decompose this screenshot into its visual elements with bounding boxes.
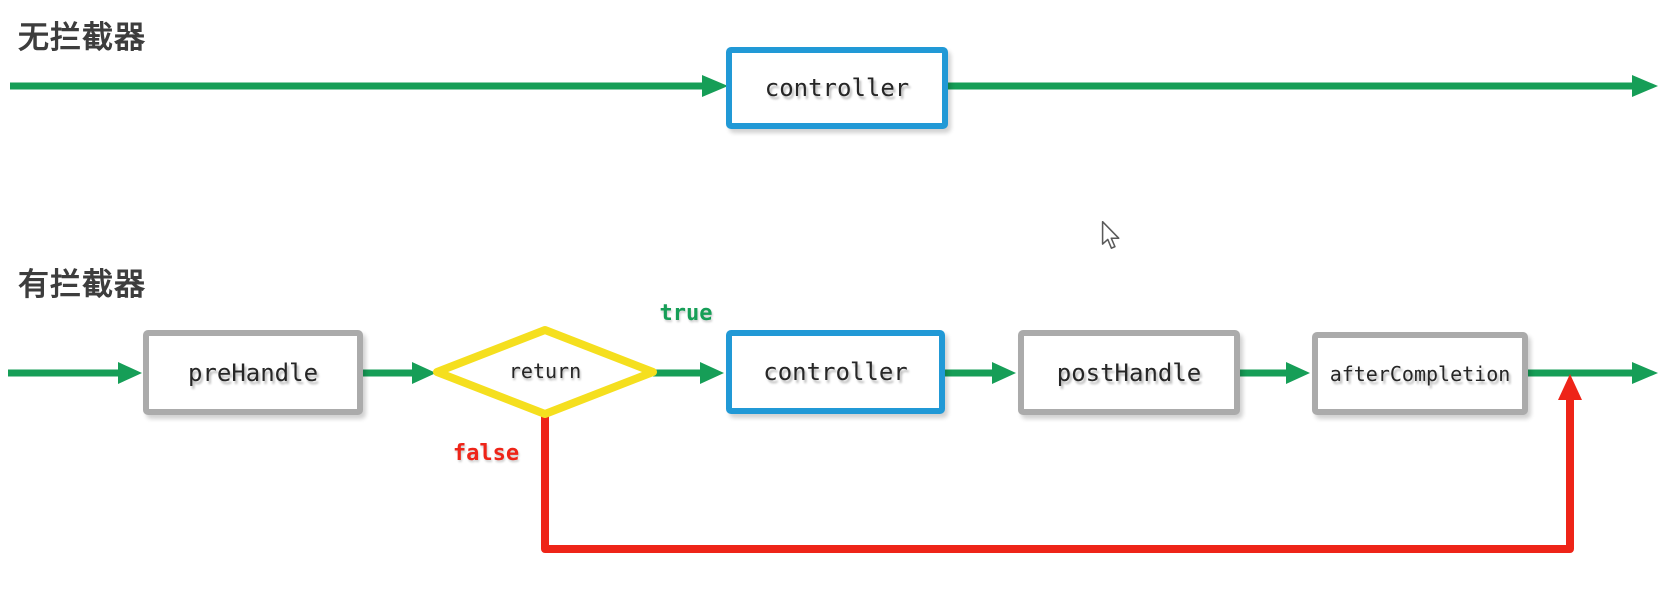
- branch-label-true: true: [659, 301, 713, 326]
- arrowhead-into-prehandle: [118, 362, 142, 384]
- node-aftercompletion: afterCompletion: [1312, 332, 1528, 415]
- mouse-cursor-icon: [1101, 221, 1120, 249]
- arrowhead-into-controller-bottom: [700, 362, 724, 384]
- section-title-no-interceptor: 无拦截器: [18, 20, 146, 55]
- decision-diamond: [433, 326, 657, 418]
- decision-label: return: [508, 359, 582, 383]
- arrowhead-into-decision: [412, 362, 436, 384]
- arrowhead-into-posthandle: [992, 362, 1016, 384]
- node-prehandle: preHandle: [143, 330, 363, 415]
- arrowhead-into-controller-top: [702, 75, 728, 97]
- node-posthandle: postHandle: [1018, 330, 1240, 415]
- arrowhead-top-flow-end: [1632, 75, 1658, 97]
- section-title-with-interceptor: 有拦截器: [18, 267, 146, 302]
- top-flow-arrows: [10, 75, 1658, 97]
- node-controller-top: controller: [726, 47, 948, 129]
- arrowhead-into-aftercompletion: [1286, 362, 1310, 384]
- false-branch-path: [541, 374, 1582, 553]
- arrowhead-false-loop-up: [1558, 374, 1582, 400]
- branch-label-false: false: [452, 441, 520, 466]
- arrowhead-bottom-flow-end: [1632, 362, 1658, 384]
- bottom-flow-arrows: [8, 362, 1658, 384]
- node-controller-bottom: controller: [726, 330, 945, 414]
